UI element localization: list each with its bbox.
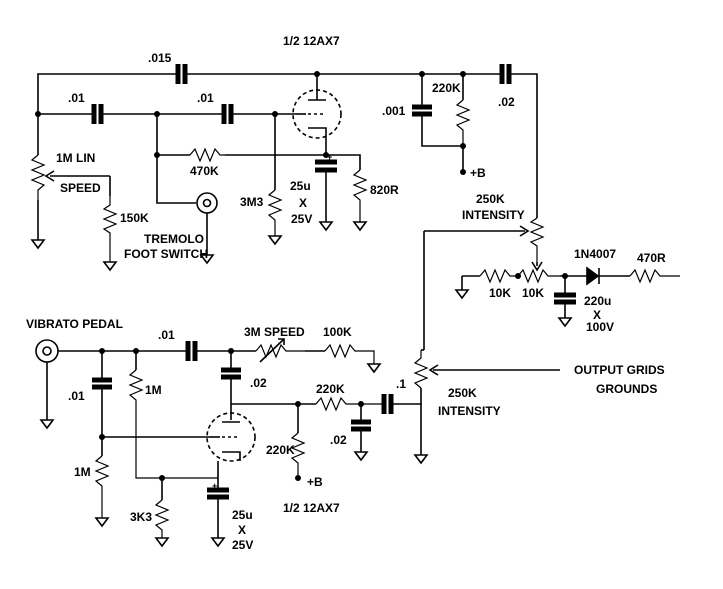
- res-1m-a-label: 1M: [145, 383, 162, 397]
- tremolo-label-2: FOOT SWITCH: [124, 247, 208, 261]
- cap-polarity-bot: +: [212, 481, 217, 491]
- res-10k-b-label: 10K: [522, 286, 544, 300]
- res-470r-label: 470R: [637, 251, 666, 265]
- speed-label: SPEED: [60, 181, 101, 195]
- cap-220u-v: 100V: [586, 320, 614, 334]
- plus-b-top-label: +B: [470, 166, 486, 180]
- cap-220u-label: 220u: [584, 294, 611, 308]
- tremolo-label-1: TREMOLO: [144, 232, 204, 246]
- cap-02-mid-label: .02: [250, 376, 267, 390]
- cap-polarity-top: +: [327, 152, 332, 162]
- res-150k-label: 150K: [120, 211, 149, 225]
- intensity-top-label: INTENSITY: [462, 208, 525, 222]
- intensity-bot-value: 250K: [448, 386, 477, 400]
- pot-1m-lin-label: 1M LIN: [56, 151, 95, 165]
- res-220k-bot-label: 220K: [266, 443, 295, 457]
- output-grids-label: OUTPUT GRIDS: [574, 363, 665, 377]
- cap-25u-top-v: 25V: [291, 212, 312, 226]
- res-100k-label: 100K: [323, 325, 352, 339]
- cap-220u-x: X: [593, 308, 601, 322]
- res-10k-a-label: 10K: [489, 286, 511, 300]
- junction-dots: [35, 71, 568, 481]
- cap-01-b-label: .01: [197, 91, 214, 105]
- cap-25u-bot-x: X: [238, 523, 246, 537]
- cap-02-top-label: .02: [498, 95, 515, 109]
- cap-01-d-label: .01: [68, 389, 85, 403]
- cap-25u-top-x: X: [299, 196, 307, 210]
- cap-015-label: .015: [148, 51, 172, 65]
- cap-1-label: .1: [396, 377, 406, 391]
- res-820r-label: 820R: [370, 183, 399, 197]
- labels: 1/2 12AX7 .015 .01 .01 .001 220K .02 +B …: [26, 34, 666, 552]
- cap-25u-bot-label: 25u: [232, 508, 253, 522]
- diode-label: 1N4007: [574, 247, 616, 261]
- intensity-top-value: 250K: [476, 192, 505, 206]
- res-220k-mid-label: 220K: [316, 382, 345, 396]
- cap-25u-bot-v: 25V: [232, 538, 253, 552]
- res-220k-top-label: 220K: [432, 81, 461, 95]
- tube-bottom-label: 1/2 12AX7: [283, 501, 340, 515]
- res-1m-b-label: 1M: [74, 465, 91, 479]
- cap-02-bot-label: .02: [330, 433, 347, 447]
- cap-001-label: .001: [382, 104, 406, 118]
- speed-3m-label: 3M SPEED: [244, 325, 305, 339]
- res-3m3-label: 3M3: [240, 195, 264, 209]
- res-470k-label: 470K: [190, 164, 219, 178]
- grounds-label: GROUNDS: [596, 382, 657, 396]
- res-3k3-label: 3K3: [130, 510, 152, 524]
- plus-b-bot-label: +B: [307, 475, 323, 489]
- vibrato-pedal-label: VIBRATO PEDAL: [26, 317, 123, 331]
- cap-25u-top-label: 25u: [290, 179, 311, 193]
- bottom-wiring: [35, 338, 560, 547]
- intensity-bot-label: INTENSITY: [438, 404, 501, 418]
- cap-01-a-label: .01: [68, 91, 85, 105]
- tube-top-label: 1/2 12AX7: [283, 34, 340, 48]
- top-wiring: [30, 64, 680, 350]
- cap-01-c-label: .01: [158, 328, 175, 342]
